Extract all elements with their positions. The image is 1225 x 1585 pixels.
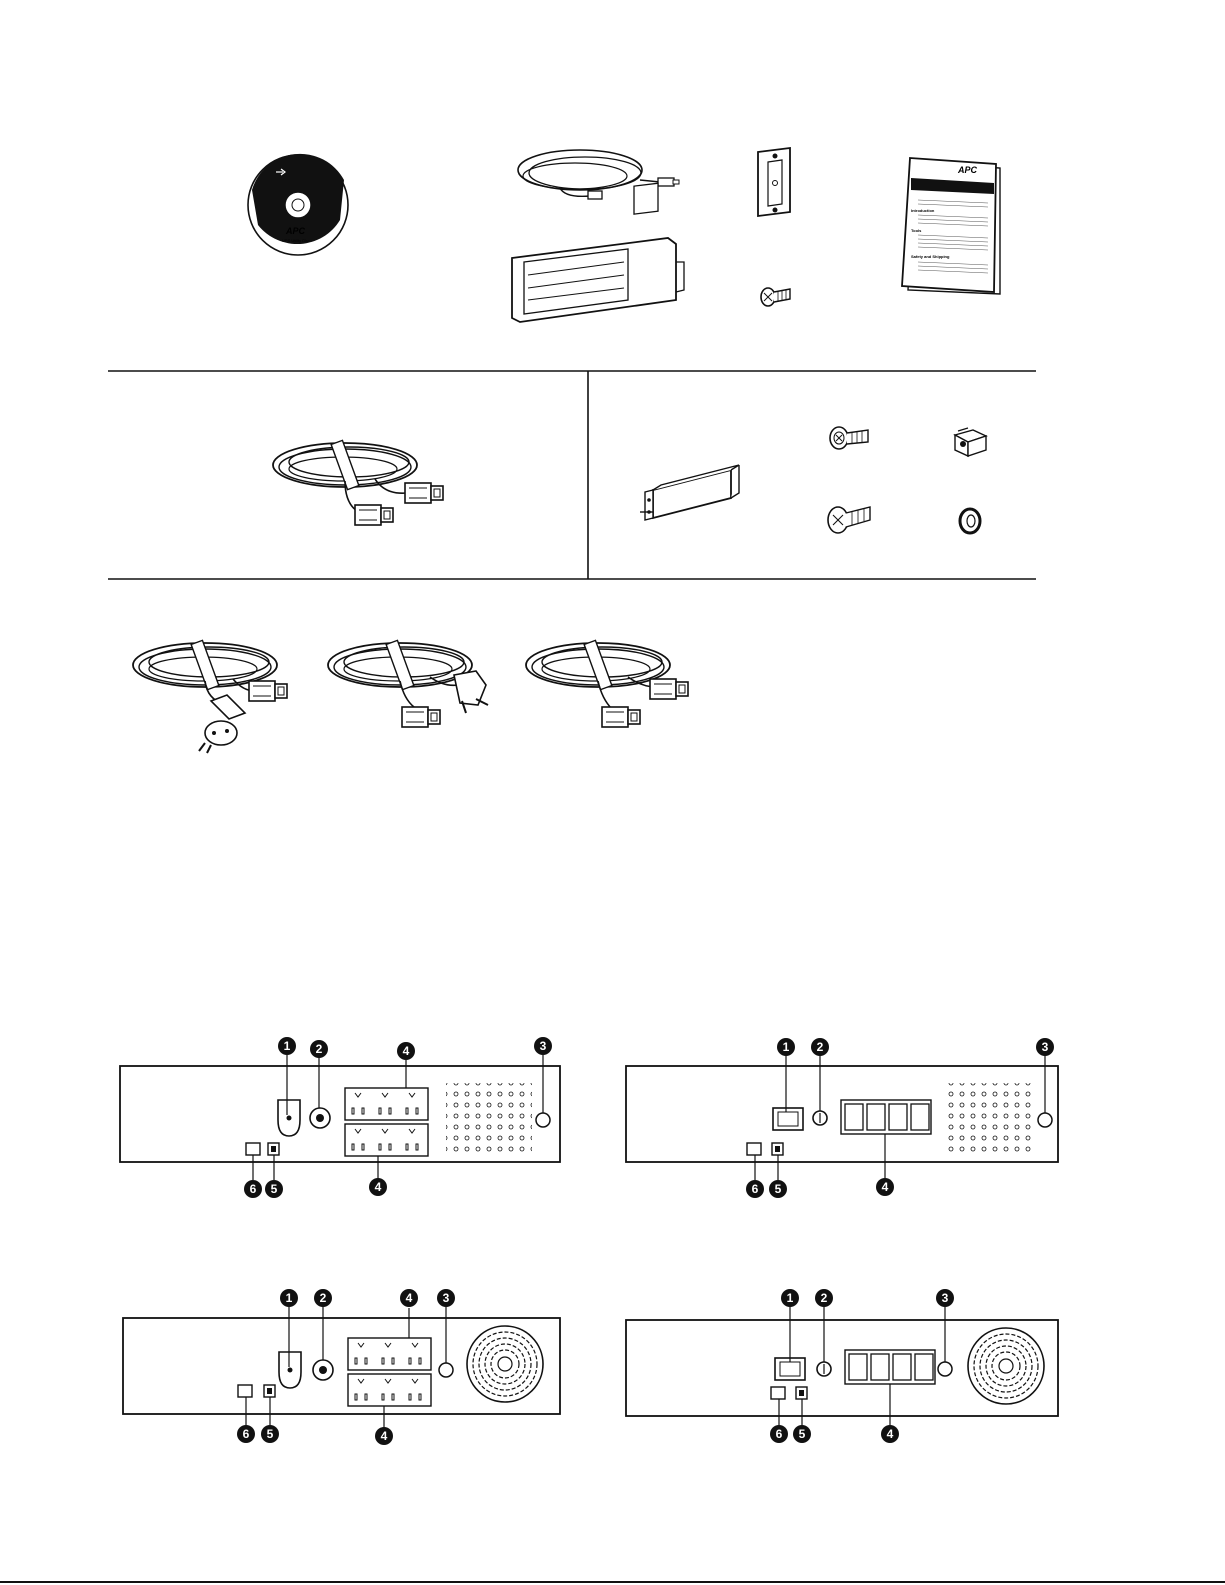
callout-2: 2 (817, 1040, 824, 1054)
outlet-bank-upper (347, 1337, 432, 1371)
cd-subtitle: UPS Utility Disc (282, 238, 310, 243)
rack-screw-round (829, 426, 869, 450)
ground-screw (535, 1112, 551, 1128)
cage-nut (953, 427, 988, 458)
fan-grille (967, 1327, 1045, 1405)
rear-panel-120v-fan: 1 2 4 3 6 5 4 (122, 1289, 561, 1445)
usb-cable (517, 149, 680, 200)
user-manual: APC Introduction Tools Safety and Shippi… (901, 157, 1001, 295)
manual-heading-safety: Safety and Shipping (911, 254, 950, 259)
callout-6: 6 (752, 1182, 759, 1196)
callout-4: 4 (882, 1180, 889, 1194)
iec-outlets (844, 1349, 936, 1385)
callout-6: 6 (243, 1427, 250, 1441)
callout-3: 3 (1042, 1040, 1049, 1054)
callout-4: 4 (406, 1291, 413, 1305)
schuko-power-cord (132, 639, 288, 754)
manual-heading-tools: Tools (911, 228, 922, 233)
ventilation-grille (948, 1083, 1034, 1157)
iec-outlets (840, 1099, 932, 1135)
ground-screw (438, 1362, 454, 1378)
flat-head-screw (760, 287, 791, 307)
callout-6: 6 (776, 1427, 783, 1441)
callout-4: 4 (403, 1044, 410, 1058)
network-port (770, 1386, 786, 1400)
washer (958, 507, 982, 535)
outlet-bank-lower (344, 1123, 429, 1157)
callout-1: 1 (783, 1040, 790, 1054)
callout-2: 2 (320, 1291, 327, 1305)
callout-5: 5 (775, 1182, 782, 1196)
callout-1: 1 (286, 1291, 293, 1305)
ac-input-iec (772, 1107, 804, 1131)
iec-power-cord (272, 439, 444, 526)
callout-2: 2 (821, 1291, 828, 1305)
network-port (237, 1384, 253, 1398)
callout-5: 5 (267, 1427, 274, 1441)
front-bezel (511, 182, 685, 323)
callout-3: 3 (443, 1291, 450, 1305)
callout-6: 6 (250, 1182, 257, 1196)
ground-screw (1037, 1112, 1053, 1128)
rear-panel-230v-2u: 1 2 3 6 5 4 (625, 1038, 1059, 1198)
rack-screw-flat (827, 506, 871, 534)
rack-mount-bracket (640, 464, 740, 521)
callout-4: 4 (375, 1180, 382, 1194)
callout-4: 4 (887, 1427, 894, 1441)
callout-1: 1 (284, 1039, 291, 1053)
callout-3: 3 (540, 1039, 547, 1053)
cd-logo: APC (285, 226, 306, 236)
network-port (245, 1142, 261, 1156)
callout-4: 4 (381, 1429, 388, 1443)
euro-power-cord (327, 639, 489, 728)
outlet-bank-upper (344, 1087, 429, 1121)
ventilation-grille (446, 1083, 532, 1157)
rear-panel-230v-fan: 1 2 3 6 5 4 (625, 1289, 1059, 1443)
callout-5: 5 (271, 1182, 278, 1196)
callout-3: 3 (942, 1291, 949, 1305)
ground-screw (937, 1361, 953, 1377)
outlet-bank-lower (347, 1373, 432, 1407)
fan-grille (466, 1325, 544, 1403)
manual-logo: APC (957, 165, 978, 175)
software-cd: APC UPS Utility Disc (247, 153, 349, 256)
callout-1: 1 (787, 1291, 794, 1305)
callout-2: 2 (316, 1042, 323, 1056)
c19-c20-power-cord (525, 639, 689, 728)
mounting-bracket (757, 146, 791, 218)
manual-heading-introduction: Introduction (911, 208, 935, 213)
rear-panel-120v-2u: 1 2 4 3 6 5 4 (119, 1037, 561, 1198)
callout-5: 5 (799, 1427, 806, 1441)
network-port (746, 1142, 762, 1156)
